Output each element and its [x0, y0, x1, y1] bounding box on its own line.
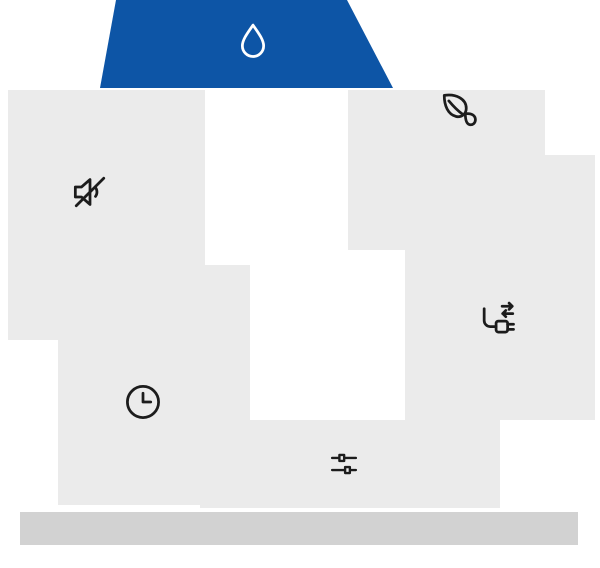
- header-banner: [100, 0, 393, 88]
- leaf-icon[interactable]: [436, 89, 480, 133]
- water-drop-icon: [231, 20, 275, 64]
- volume-mute-icon[interactable]: [68, 170, 112, 214]
- power-plug-swap-icon[interactable]: [475, 300, 519, 344]
- panel-right: [405, 155, 595, 420]
- clock-icon[interactable]: [121, 380, 165, 424]
- footer-bar: [20, 512, 578, 545]
- panel-bottom: [200, 420, 500, 508]
- sliders-icon[interactable]: [325, 445, 363, 483]
